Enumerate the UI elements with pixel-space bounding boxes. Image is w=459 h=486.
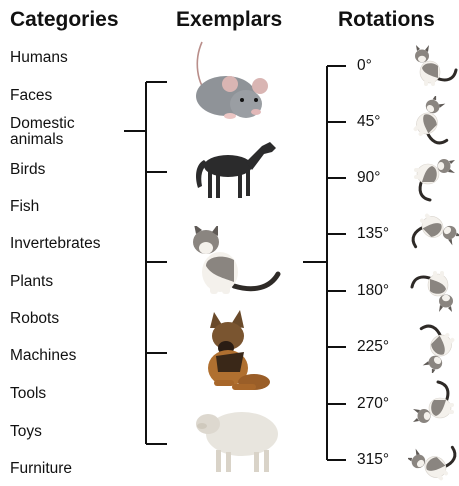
rotated-cat-315 — [408, 434, 459, 486]
rotated-cat-0 — [408, 40, 459, 92]
rotation-label-315: 315° — [357, 451, 389, 469]
rotated-cat-270 — [408, 378, 459, 430]
rotation-label-225: 225° — [357, 338, 389, 356]
dog-image — [204, 308, 274, 396]
rotated-cat-225 — [408, 321, 459, 373]
mouse-image — [190, 38, 276, 126]
horse-image — [190, 140, 280, 202]
sheep-image — [192, 404, 282, 476]
rotation-label-45: 45° — [357, 113, 380, 131]
cat-image — [188, 226, 282, 296]
rotation-label-270: 270° — [357, 395, 389, 413]
rotated-cat-45 — [408, 96, 459, 148]
rotation-label-0: 0° — [357, 57, 372, 75]
rotation-label-135: 135° — [357, 225, 389, 243]
rotated-cat-180 — [408, 265, 459, 317]
rotation-label-180: 180° — [357, 282, 389, 300]
rotated-cat-90 — [408, 152, 459, 204]
rotated-cat-135 — [408, 208, 459, 260]
rotation-label-90: 90° — [357, 169, 380, 187]
